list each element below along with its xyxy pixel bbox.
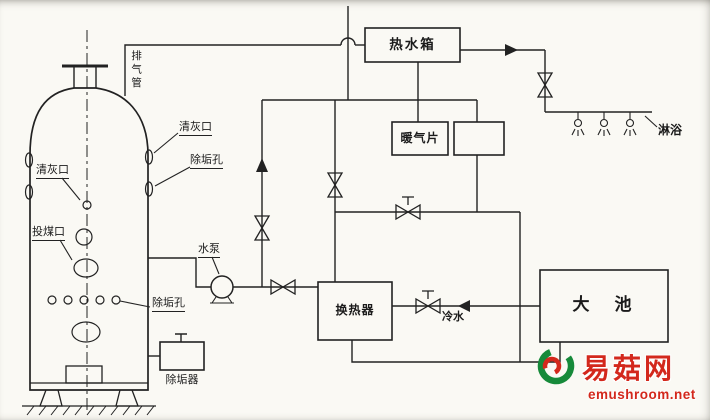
flow-arrow-icon	[256, 158, 268, 172]
boiler-openings	[24, 149, 154, 343]
heat-exchanger-box	[317, 281, 393, 341]
hot-water-tank-label: 热水箱	[389, 37, 436, 52]
label-leader-lines	[59, 132, 220, 308]
valve-icon	[270, 278, 296, 296]
shower-head-icon	[623, 112, 637, 136]
flow-arrow-icon	[458, 300, 470, 312]
ash-port-upper-label: 清灰口	[179, 121, 212, 136]
valve-icon	[536, 72, 554, 98]
descale-hole-lower-label: 除垢孔	[152, 297, 185, 312]
water-pump-label: 水泵	[198, 243, 220, 258]
watermark-site-name: 易菇网	[582, 353, 676, 384]
flow-arrow-icon	[505, 44, 518, 56]
descaler-tap	[175, 333, 187, 342]
ground-hatch	[26, 405, 155, 416]
valve-icon	[395, 196, 421, 221]
valve-icon	[415, 290, 441, 315]
ash-port-left-label: 清灰口	[36, 164, 69, 179]
valves	[253, 72, 554, 315]
piping-lines	[124, 6, 652, 363]
boiler-leg-right	[115, 389, 139, 407]
shower-label: 淋浴	[658, 123, 683, 137]
descaler-box	[159, 341, 205, 371]
shower-heads	[571, 112, 658, 136]
descale-hole-upper-label: 除垢孔	[190, 154, 223, 169]
exhaust-pipe-label: 排气管	[130, 50, 143, 91]
shower-leader-line	[644, 115, 658, 128]
coal-feed-port-label: 投煤口	[32, 226, 65, 241]
watermark-site-url: emushroom.net	[588, 387, 696, 402]
shower-head-icon	[597, 112, 611, 136]
radiator-box	[391, 121, 449, 156]
heat-exchanger-label: 换热器	[335, 303, 375, 317]
descaler-label: 除垢器	[165, 374, 199, 386]
flow-arrows	[256, 44, 518, 312]
boiler-shell	[22, 64, 156, 416]
firebox-door	[65, 365, 103, 384]
equipment-box	[453, 121, 505, 156]
valve-icon	[326, 172, 344, 198]
shower-head-icon	[571, 112, 585, 136]
radiator-label: 暖气片	[400, 131, 440, 145]
boiler-leg-left	[39, 389, 63, 407]
pump-icon	[210, 275, 234, 304]
valve-icon	[253, 215, 271, 241]
cold-water-label: 冷水	[442, 311, 464, 323]
watermark-logo-icon	[537, 347, 575, 385]
pool-label: 大 池	[572, 295, 636, 314]
